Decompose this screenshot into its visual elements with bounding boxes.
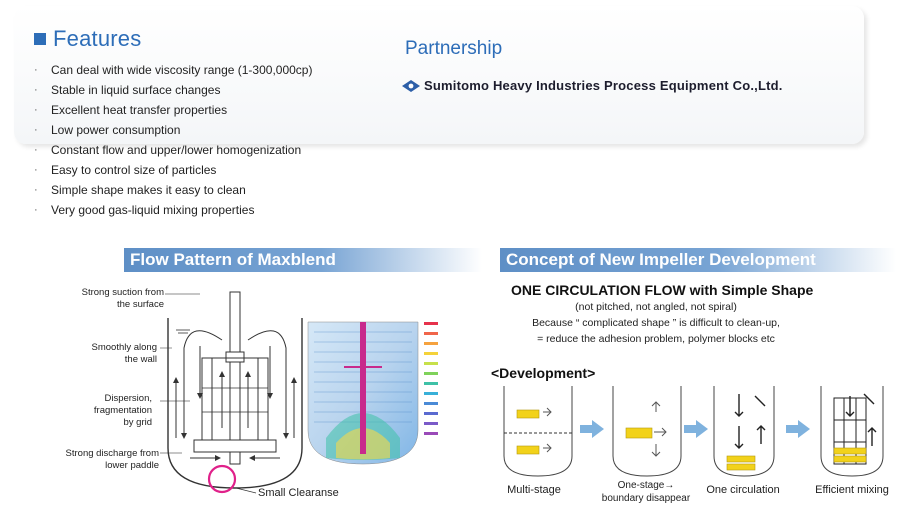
stage-one-circulation bbox=[713, 386, 775, 477]
stage-one-stage bbox=[612, 386, 682, 477]
stage-label-one-circulation: One circulation bbox=[706, 484, 780, 496]
blue-arrow-icon bbox=[684, 420, 708, 438]
concept-line-3: = reduce the adhesion problem, polymer b… bbox=[537, 333, 775, 345]
company-name: Sumitomo Heavy Industries Process Equipm… bbox=[424, 78, 783, 93]
concept-line-2: Because “ complicated shape ” is difficu… bbox=[532, 317, 780, 329]
square-bullet-icon bbox=[34, 33, 46, 45]
blue-arrow-icon bbox=[580, 420, 604, 438]
concept-headline: ONE CIRCULATION FLOW with Simple Shape bbox=[511, 282, 814, 298]
concept-line-1: (not pitched, not angled, not spiral) bbox=[575, 301, 737, 313]
blue-arrow-icon bbox=[786, 420, 810, 438]
list-item: ·Stable in liquid surface changes bbox=[34, 83, 221, 97]
flow-pattern-banner: Flow Pattern of Maxblend bbox=[124, 248, 482, 272]
stage-label-efficient: Efficient mixing bbox=[815, 484, 889, 496]
stage-efficient-mixing bbox=[820, 386, 884, 477]
stage-label-one-stage: One-stage→boundary disappear bbox=[601, 480, 691, 504]
list-item: ·Constant flow and upper/lower homogeniz… bbox=[34, 143, 302, 157]
stage-multi-stage bbox=[503, 386, 573, 477]
list-item: ·Simple shape makes it easy to clean bbox=[34, 183, 246, 197]
features-title: Features bbox=[53, 26, 142, 51]
stage-label-multi: Multi-stage bbox=[507, 484, 561, 496]
cfd-velocity-plot bbox=[307, 321, 438, 465]
label-clearance: Small Clearanse bbox=[258, 487, 339, 499]
feature-list: ·Can deal with wide viscosity range (1-3… bbox=[34, 60, 312, 220]
maxblend-flow-diagram bbox=[160, 291, 303, 494]
partnership-title: Partnership bbox=[405, 38, 503, 59]
list-item: ·Excellent heat transfer properties bbox=[34, 103, 228, 117]
list-item: ·Very good gas-liquid mixing properties bbox=[34, 203, 255, 217]
features-heading: Features bbox=[34, 26, 141, 52]
development-heading: <Development> bbox=[491, 365, 596, 381]
company-logo-icon bbox=[402, 79, 420, 92]
list-item: ·Easy to control size of particles bbox=[34, 163, 217, 177]
top-panel bbox=[14, 6, 864, 144]
concept-banner: Concept of New Impeller Development bbox=[500, 248, 896, 272]
list-item: ·Can deal with wide viscosity range (1-3… bbox=[34, 63, 313, 77]
list-item: ·Low power consumption bbox=[34, 123, 181, 137]
partner-company: Sumitomo Heavy Industries Process Equipm… bbox=[401, 78, 783, 93]
